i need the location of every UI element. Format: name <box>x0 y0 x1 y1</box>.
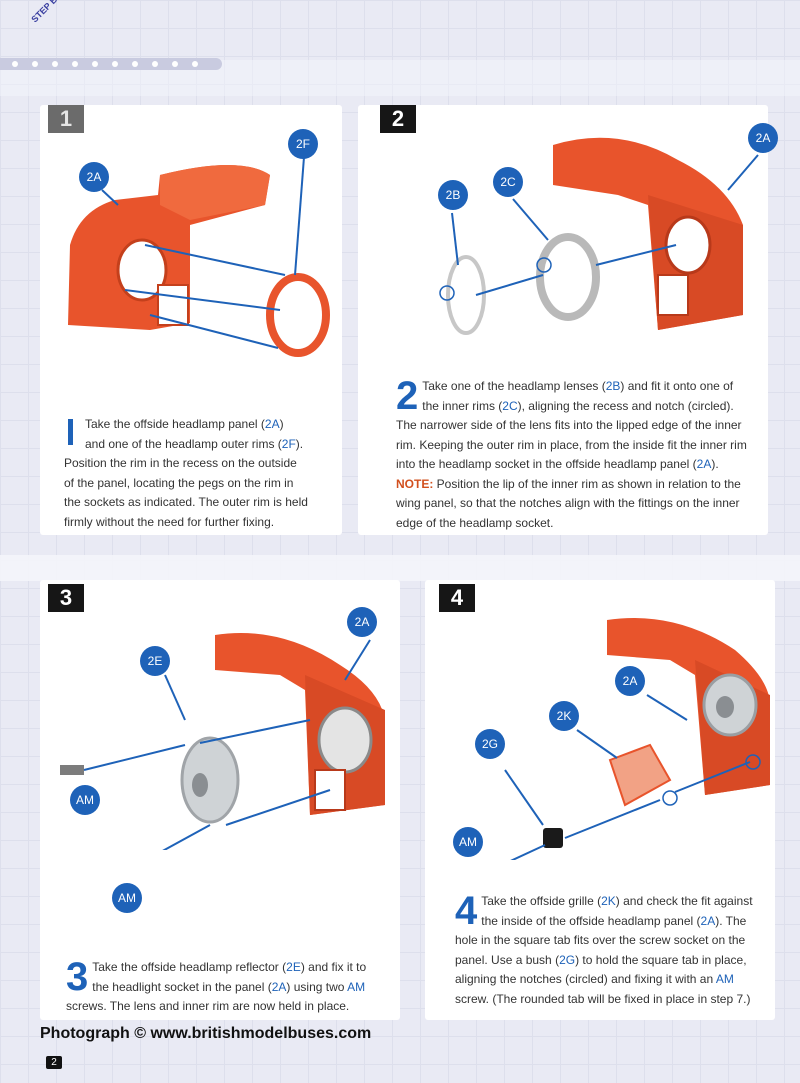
part-code: 2C <box>502 398 518 413</box>
part-code: 2A <box>271 979 287 994</box>
text-run: The narrower side of the lens fits into … <box>396 418 742 432</box>
drop-cap: 2 <box>396 374 419 418</box>
text-run: panel. Use a bush ( <box>455 952 560 967</box>
text-run: of the panel, locating the pegs on the r… <box>64 475 294 490</box>
part-code: 2E <box>286 960 301 974</box>
text-run: the inner rims ( <box>422 398 503 413</box>
text-run: ), aligning the recess and notch (circle… <box>517 398 734 413</box>
step-number: 2 <box>380 105 416 133</box>
text-run: Position the lip of the inner rim as sho… <box>433 476 741 491</box>
text-run: hole in the square tab fits over the scr… <box>455 933 746 947</box>
callout-2b: 2B <box>438 180 468 210</box>
text-run: ). <box>711 457 719 471</box>
callout-2e: 2E <box>140 646 170 676</box>
text-run: the headlight socket in the panel ( <box>92 979 272 994</box>
callout-2c: 2C <box>493 167 523 197</box>
step-number: 3 <box>48 584 84 612</box>
note-label: NOTE: <box>396 476 434 491</box>
text-run: Take the offside headlamp reflector ( <box>92 960 287 974</box>
text-run: Take the offside headlamp panel ( <box>85 417 265 431</box>
callout-2k: 2K <box>549 701 579 731</box>
text-run: screw. (The rounded tab will be fixed in… <box>455 991 751 1006</box>
photo-credit: Photograph © www.britishmodelbuses.com <box>40 1025 372 1042</box>
step-3-illustration <box>60 633 385 850</box>
progress-dots <box>0 58 222 70</box>
step-1-panel: 1 2F 2A I Take the offside headlamp panel… <box>40 105 342 535</box>
step-1-text: I Take the offside headlamp panel (2A) and… <box>64 415 334 532</box>
step-1-illustration <box>68 156 330 357</box>
text-run: ). The <box>715 913 747 928</box>
part-code: 2F <box>281 436 296 451</box>
callout-2a: 2A <box>748 123 778 153</box>
part-code: 2B <box>605 379 621 393</box>
part-code: 2A <box>696 457 712 471</box>
callout-2g: 2G <box>475 729 505 759</box>
page-number: 2 <box>46 1056 62 1069</box>
text-run: the inside of the offside headlamp panel… <box>481 913 701 928</box>
text-run: Take the offside grille ( <box>481 894 602 908</box>
text-run: aligning the notches (circled) and fixin… <box>455 972 716 986</box>
text-run: ) using two <box>286 979 348 994</box>
part-code: 2G <box>559 952 576 967</box>
text-run: edge of the headlamp socket. <box>396 515 554 530</box>
text-run: ) <box>279 417 284 431</box>
drop-cap: 3 <box>66 955 89 999</box>
text-run: Position the rim in the recess on the ou… <box>64 456 297 470</box>
part-code: AM <box>715 972 734 986</box>
text-run: ) and fix it to <box>300 960 367 974</box>
callout-2a: 2A <box>79 162 109 192</box>
callout-am: AM <box>453 827 483 857</box>
step-number: 1 <box>48 105 84 133</box>
part-code: 2A <box>264 417 280 431</box>
step-4-illustration <box>504 618 770 860</box>
text-run: wing panel, so that the notches align wi… <box>396 496 740 510</box>
drop-cap: 4 <box>455 889 478 933</box>
callout-am: AM <box>70 785 100 815</box>
text-run: ) and check the fit against <box>615 894 753 908</box>
text-run: ). <box>295 436 304 451</box>
callout-2a: 2A <box>347 607 377 637</box>
step-2-illustration <box>439 137 759 335</box>
text-run: rim. Keeping the outer rim in place, fro… <box>396 437 747 452</box>
text-run: ) and fit it onto one of <box>620 379 734 393</box>
text-run: firmly without the need for further fixi… <box>64 514 275 529</box>
callout-2f: 2F <box>288 129 318 159</box>
callout-2a: 2A <box>615 666 645 696</box>
text-run: ) to hold the square tab in place, <box>575 952 747 967</box>
callout-am: AM <box>112 883 142 913</box>
drop-cap: I <box>68 419 73 445</box>
text-run: screws. The lens and inner rim are now h… <box>66 999 350 1013</box>
text-run: the sockets as indicated. The outer rim … <box>64 495 308 509</box>
text-run: Take one of the headlamp lenses ( <box>422 379 606 393</box>
text-run: and one of the headlamp outer rims ( <box>85 436 282 451</box>
step-number: 4 <box>439 584 475 612</box>
part-code: 2K <box>601 894 616 908</box>
background-band <box>0 555 800 581</box>
text-run: into the headlamp socket in the offside … <box>396 457 697 471</box>
part-code: 2A <box>700 913 716 928</box>
part-code: AM <box>347 979 366 994</box>
